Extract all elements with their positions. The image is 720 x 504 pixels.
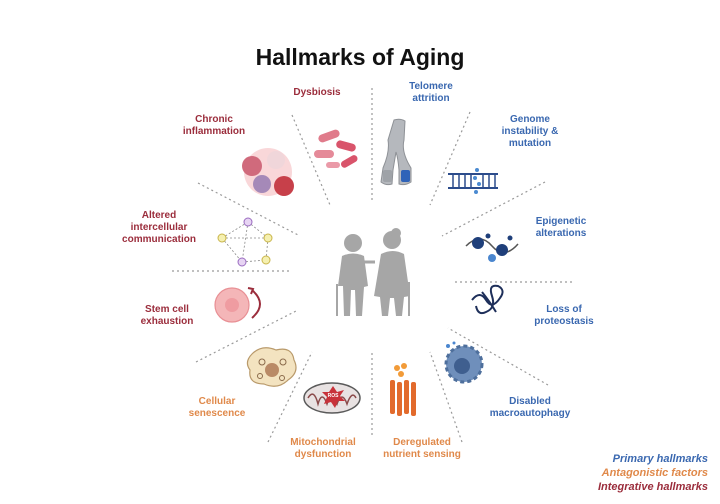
label-genome-instability: Genome instability & mutation (501, 114, 559, 149)
protein-aggregate-icon (471, 284, 504, 315)
label-cellular-senescence: Cellular senescence (188, 396, 246, 419)
diagram-title: Hallmarks of Aging (255, 44, 465, 70)
ros-label: ROS (327, 393, 339, 399)
stem-cell-icon (214, 287, 261, 323)
bacteria-icon (314, 129, 358, 168)
label-dysbiosis: Dysbiosis (293, 87, 341, 98)
label-loss-of-proteostasis: Loss of proteostasis (534, 304, 594, 327)
senescent-cell-icon (246, 347, 297, 387)
dna-ladder-icon (448, 168, 498, 194)
chromosome-icon (380, 118, 412, 186)
immune-cells-icon (242, 148, 294, 196)
label-stem-cell-exhaustion: Stem cell exhaustion (140, 304, 194, 327)
legend-integrative-hallmarks: Integrative hallmarks (597, 481, 708, 493)
label-telomere-attrition: Telomere attrition (409, 81, 453, 104)
label-deregulated-nutrient-sensing: Deregulated nutrient sensing (383, 437, 461, 460)
mitochondrion-icon (303, 382, 361, 414)
nucleosome-icon (465, 233, 519, 262)
legend-primary-hallmarks: Primary hallmarks (612, 453, 708, 465)
elderly-couple-icon (336, 228, 410, 316)
label-mitochondrial-dysfunction: Mitochondrial dysfunction (290, 437, 356, 460)
label-chronic-inflammation: Chronic inflammation (182, 114, 246, 137)
legend-antagonistic-factors: Antagonistic factors (601, 467, 708, 479)
receptor-icon (390, 363, 416, 416)
autophagosome-icon (444, 341, 484, 384)
label-epigenetic-alterations: Epigenetic alterations (535, 216, 587, 239)
label-altered-intercellular-communication: Altered intercellular communication (122, 210, 196, 245)
separator-lines (172, 88, 572, 443)
cell-network-icon (217, 217, 273, 267)
label-disabled-macroautophagy: Disabled macroautophagy (489, 396, 571, 419)
